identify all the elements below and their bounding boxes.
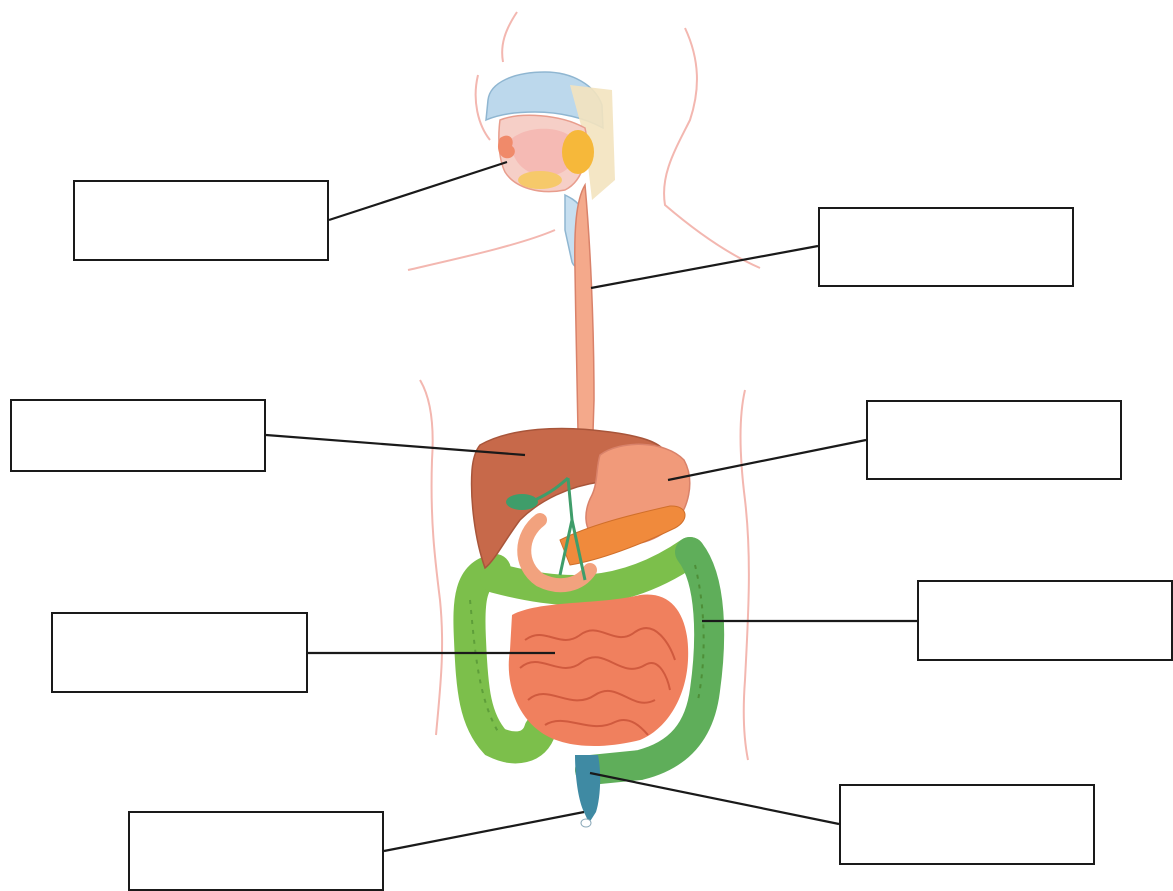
salivary-gland — [562, 130, 594, 174]
leader-line-stomach — [668, 440, 866, 480]
leader-line-esophagus — [591, 246, 818, 288]
label-box-rectum[interactable] — [839, 784, 1095, 865]
label-box-large-intestine[interactable] — [917, 580, 1173, 661]
label-box-esophagus[interactable] — [818, 207, 1074, 287]
label-box-stomach[interactable] — [866, 400, 1122, 480]
label-box-anus[interactable] — [128, 811, 384, 891]
leader-line-anus — [384, 812, 584, 851]
leader-line-rectum — [590, 773, 839, 824]
esophagus — [575, 185, 594, 432]
anus — [581, 819, 591, 827]
leader-line-mouth — [329, 162, 507, 220]
head-organs — [486, 72, 615, 268]
label-box-mouth[interactable] — [73, 180, 329, 261]
salivary-gland-lower — [518, 171, 562, 189]
label-box-small-intestine[interactable] — [51, 612, 308, 693]
label-box-liver[interactable] — [10, 399, 266, 472]
small-intestine — [509, 594, 688, 746]
